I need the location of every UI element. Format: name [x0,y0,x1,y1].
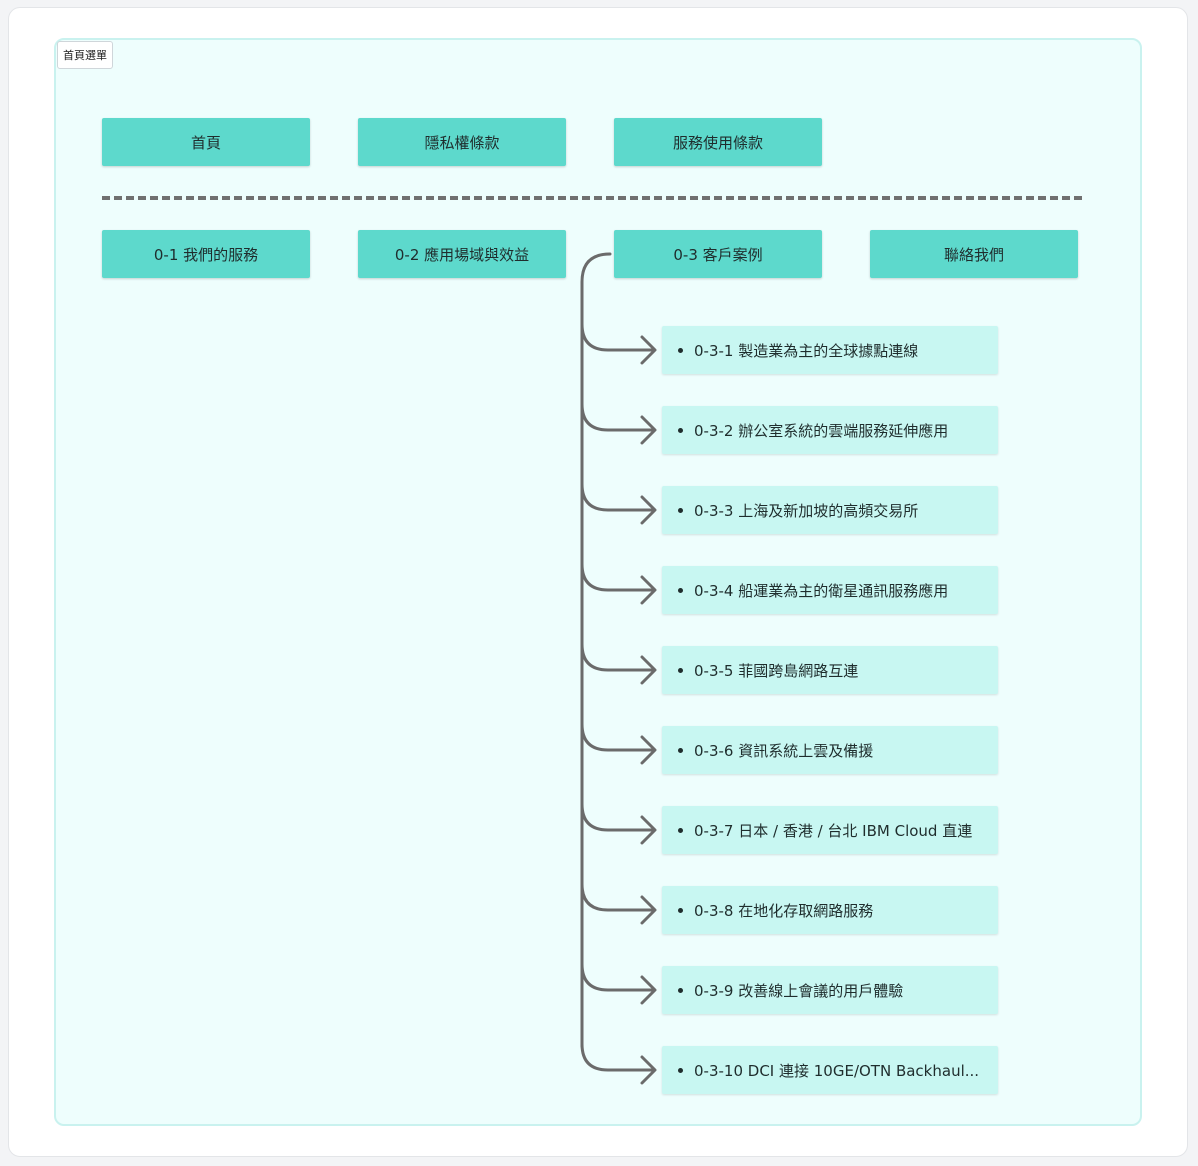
case-item-label: 0-3-2 辦公室系統的雲端服務延伸應用 [694,421,949,440]
nav-privacy-button[interactable]: 隱私權條款 [358,118,566,166]
case-item-8[interactable]: 0-3-8 在地化存取網路服務 [662,886,998,934]
case-item-label: 0-3-10 DCI 連接 10GE/OTN Backhaul... [694,1061,980,1080]
case-item-1[interactable]: 0-3-1 製造業為主的全球據點連線 [662,326,998,374]
nav-contact-button[interactable]: 聯絡我們 [870,230,1078,278]
case-item-label: 0-3-5 菲國跨島網路互連 [694,661,859,680]
nav-cases-button[interactable]: 0-3 客戶案例 [614,230,822,278]
case-item-3[interactable]: 0-3-3 上海及新加坡的高頻交易所 [662,486,998,534]
nav-home-button[interactable]: 首頁 [102,118,310,166]
case-item-6[interactable]: 0-3-6 資訊系統上雲及備援 [662,726,998,774]
case-item-label: 0-3-6 資訊系統上雲及備援 [694,741,874,760]
bullet-icon [678,427,683,433]
case-item-5[interactable]: 0-3-5 菲國跨島網路互連 [662,646,998,694]
case-item-label: 0-3-7 日本 / 香港 / 台北 IBM Cloud 直連 [694,821,973,840]
nav-services-button[interactable]: 0-1 我們的服務 [102,230,310,278]
case-item-label: 0-3-9 改善線上會議的用戶體驗 [694,981,904,1000]
bullet-icon [678,1067,683,1073]
case-item-7[interactable]: 0-3-7 日本 / 香港 / 台北 IBM Cloud 直連 [662,806,998,854]
case-item-label: 0-3-4 船運業為主的衛星通訊服務應用 [694,581,949,600]
frame-title: 首頁選單 [57,41,113,69]
bullet-icon [678,587,683,593]
case-item-4[interactable]: 0-3-4 船運業為主的衛星通訊服務應用 [662,566,998,614]
bullet-icon [678,987,683,993]
nav-applications-button[interactable]: 0-2 應用場域與效益 [358,230,566,278]
section-divider [102,196,1082,200]
case-item-2[interactable]: 0-3-2 辦公室系統的雲端服務延伸應用 [662,406,998,454]
bullet-icon [678,747,683,753]
case-item-10[interactable]: 0-3-10 DCI 連接 10GE/OTN Backhaul... [662,1046,998,1094]
bullet-icon [678,347,683,353]
bullet-icon [678,667,683,673]
case-item-9[interactable]: 0-3-9 改善線上會議的用戶體驗 [662,966,998,1014]
bullet-icon [678,907,683,913]
case-item-label: 0-3-3 上海及新加坡的高頻交易所 [694,501,919,520]
case-item-label: 0-3-8 在地化存取網路服務 [694,901,874,920]
nav-terms-button[interactable]: 服務使用條款 [614,118,822,166]
bullet-icon [678,827,683,833]
case-item-label: 0-3-1 製造業為主的全球據點連線 [694,341,919,360]
bullet-icon [678,507,683,513]
